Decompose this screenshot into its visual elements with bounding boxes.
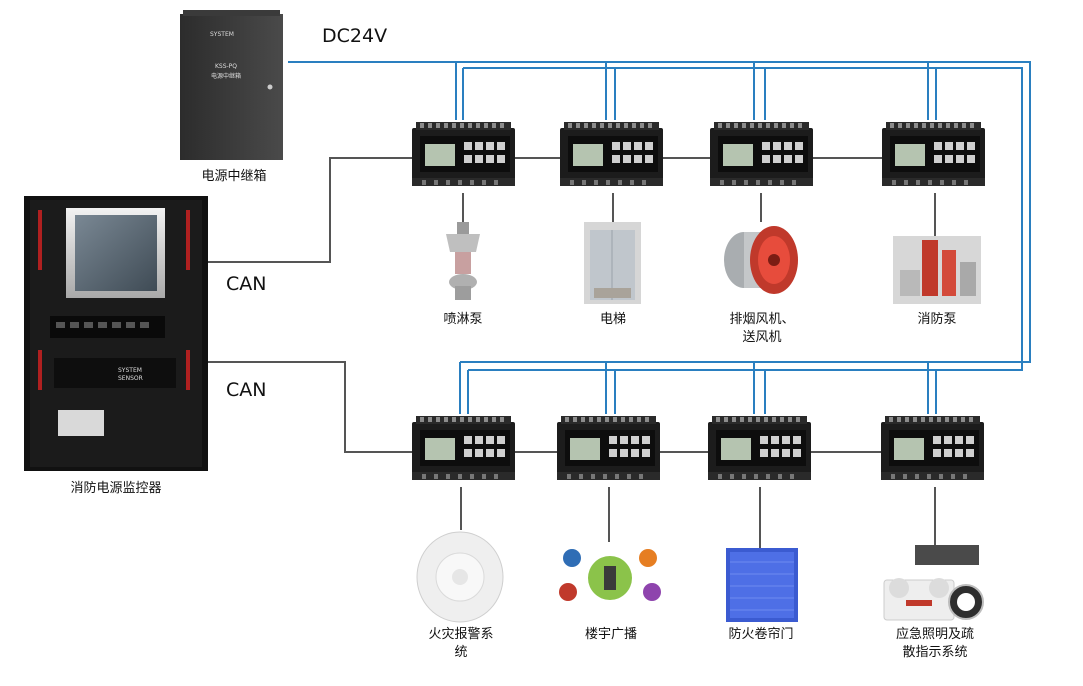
power-module-6 xyxy=(557,416,660,480)
fire-pump-icon xyxy=(893,236,981,304)
device-label-exhaust-fan-line2: 送风机 xyxy=(742,330,781,345)
power-module-3 xyxy=(710,122,813,186)
power-module-2 xyxy=(560,122,663,186)
elevator-icon xyxy=(584,222,641,304)
relay-box-brand: SYSTEM xyxy=(210,31,234,38)
power-module-8 xyxy=(881,416,984,480)
fire-shutter-door-icon xyxy=(726,548,798,622)
power-module-5 xyxy=(412,416,515,480)
device-label-elevator: 电梯 xyxy=(600,312,626,327)
can-label-bottom: CAN xyxy=(226,379,266,401)
relay-box-model: KSS-PQ xyxy=(215,63,237,70)
power-relay-box-label: 电源中继箱 xyxy=(201,168,266,184)
device-label-fire-alarm-line2: 统 xyxy=(454,645,467,660)
smoke-exhaust-fan-icon xyxy=(724,226,798,294)
power-module-4 xyxy=(882,122,985,186)
relay-box-nameplate: 电源中继箱 xyxy=(211,72,241,80)
device-label-exhaust-fan-line1: 排烟风机、 xyxy=(729,312,794,327)
power-module-1 xyxy=(412,122,515,186)
power-module-7 xyxy=(708,416,811,480)
can-bus xyxy=(207,157,936,548)
building-broadcast-icon xyxy=(553,542,667,620)
fire-power-monitor-cabinet: SYSTEM SENSOR xyxy=(24,196,208,471)
can-label-top: CAN xyxy=(226,273,266,295)
device-label-emergency-lighting-line1: 应急照明及疏 xyxy=(896,626,974,642)
monitor-brand-line1: SYSTEM xyxy=(118,367,142,374)
device-label-fire-alarm-line1: 火灾报警系 xyxy=(428,626,493,642)
fire-power-monitor-label: 消防电源监控器 xyxy=(70,480,161,496)
device-label-sprinkler-pump: 喷淋泵 xyxy=(443,312,482,327)
dc24v-label: DC24V xyxy=(322,25,387,47)
sprinkler-head-icon xyxy=(446,222,480,300)
smoke-detector-icon xyxy=(416,531,504,623)
emergency-lighting-icon xyxy=(883,545,984,621)
monitor-brand-line2: SENSOR xyxy=(118,375,143,382)
dc24v-bus xyxy=(288,61,1031,414)
power-relay-box: SYSTEM KSS-PQ 电源中继箱 xyxy=(180,10,283,160)
device-label-shutter-door: 防火卷帘门 xyxy=(728,626,793,642)
device-label-broadcast: 楼宇广播 xyxy=(585,627,637,642)
device-label-fire-pump: 消防泵 xyxy=(917,311,956,327)
device-label-emergency-lighting-line2: 散指示系统 xyxy=(902,645,967,660)
